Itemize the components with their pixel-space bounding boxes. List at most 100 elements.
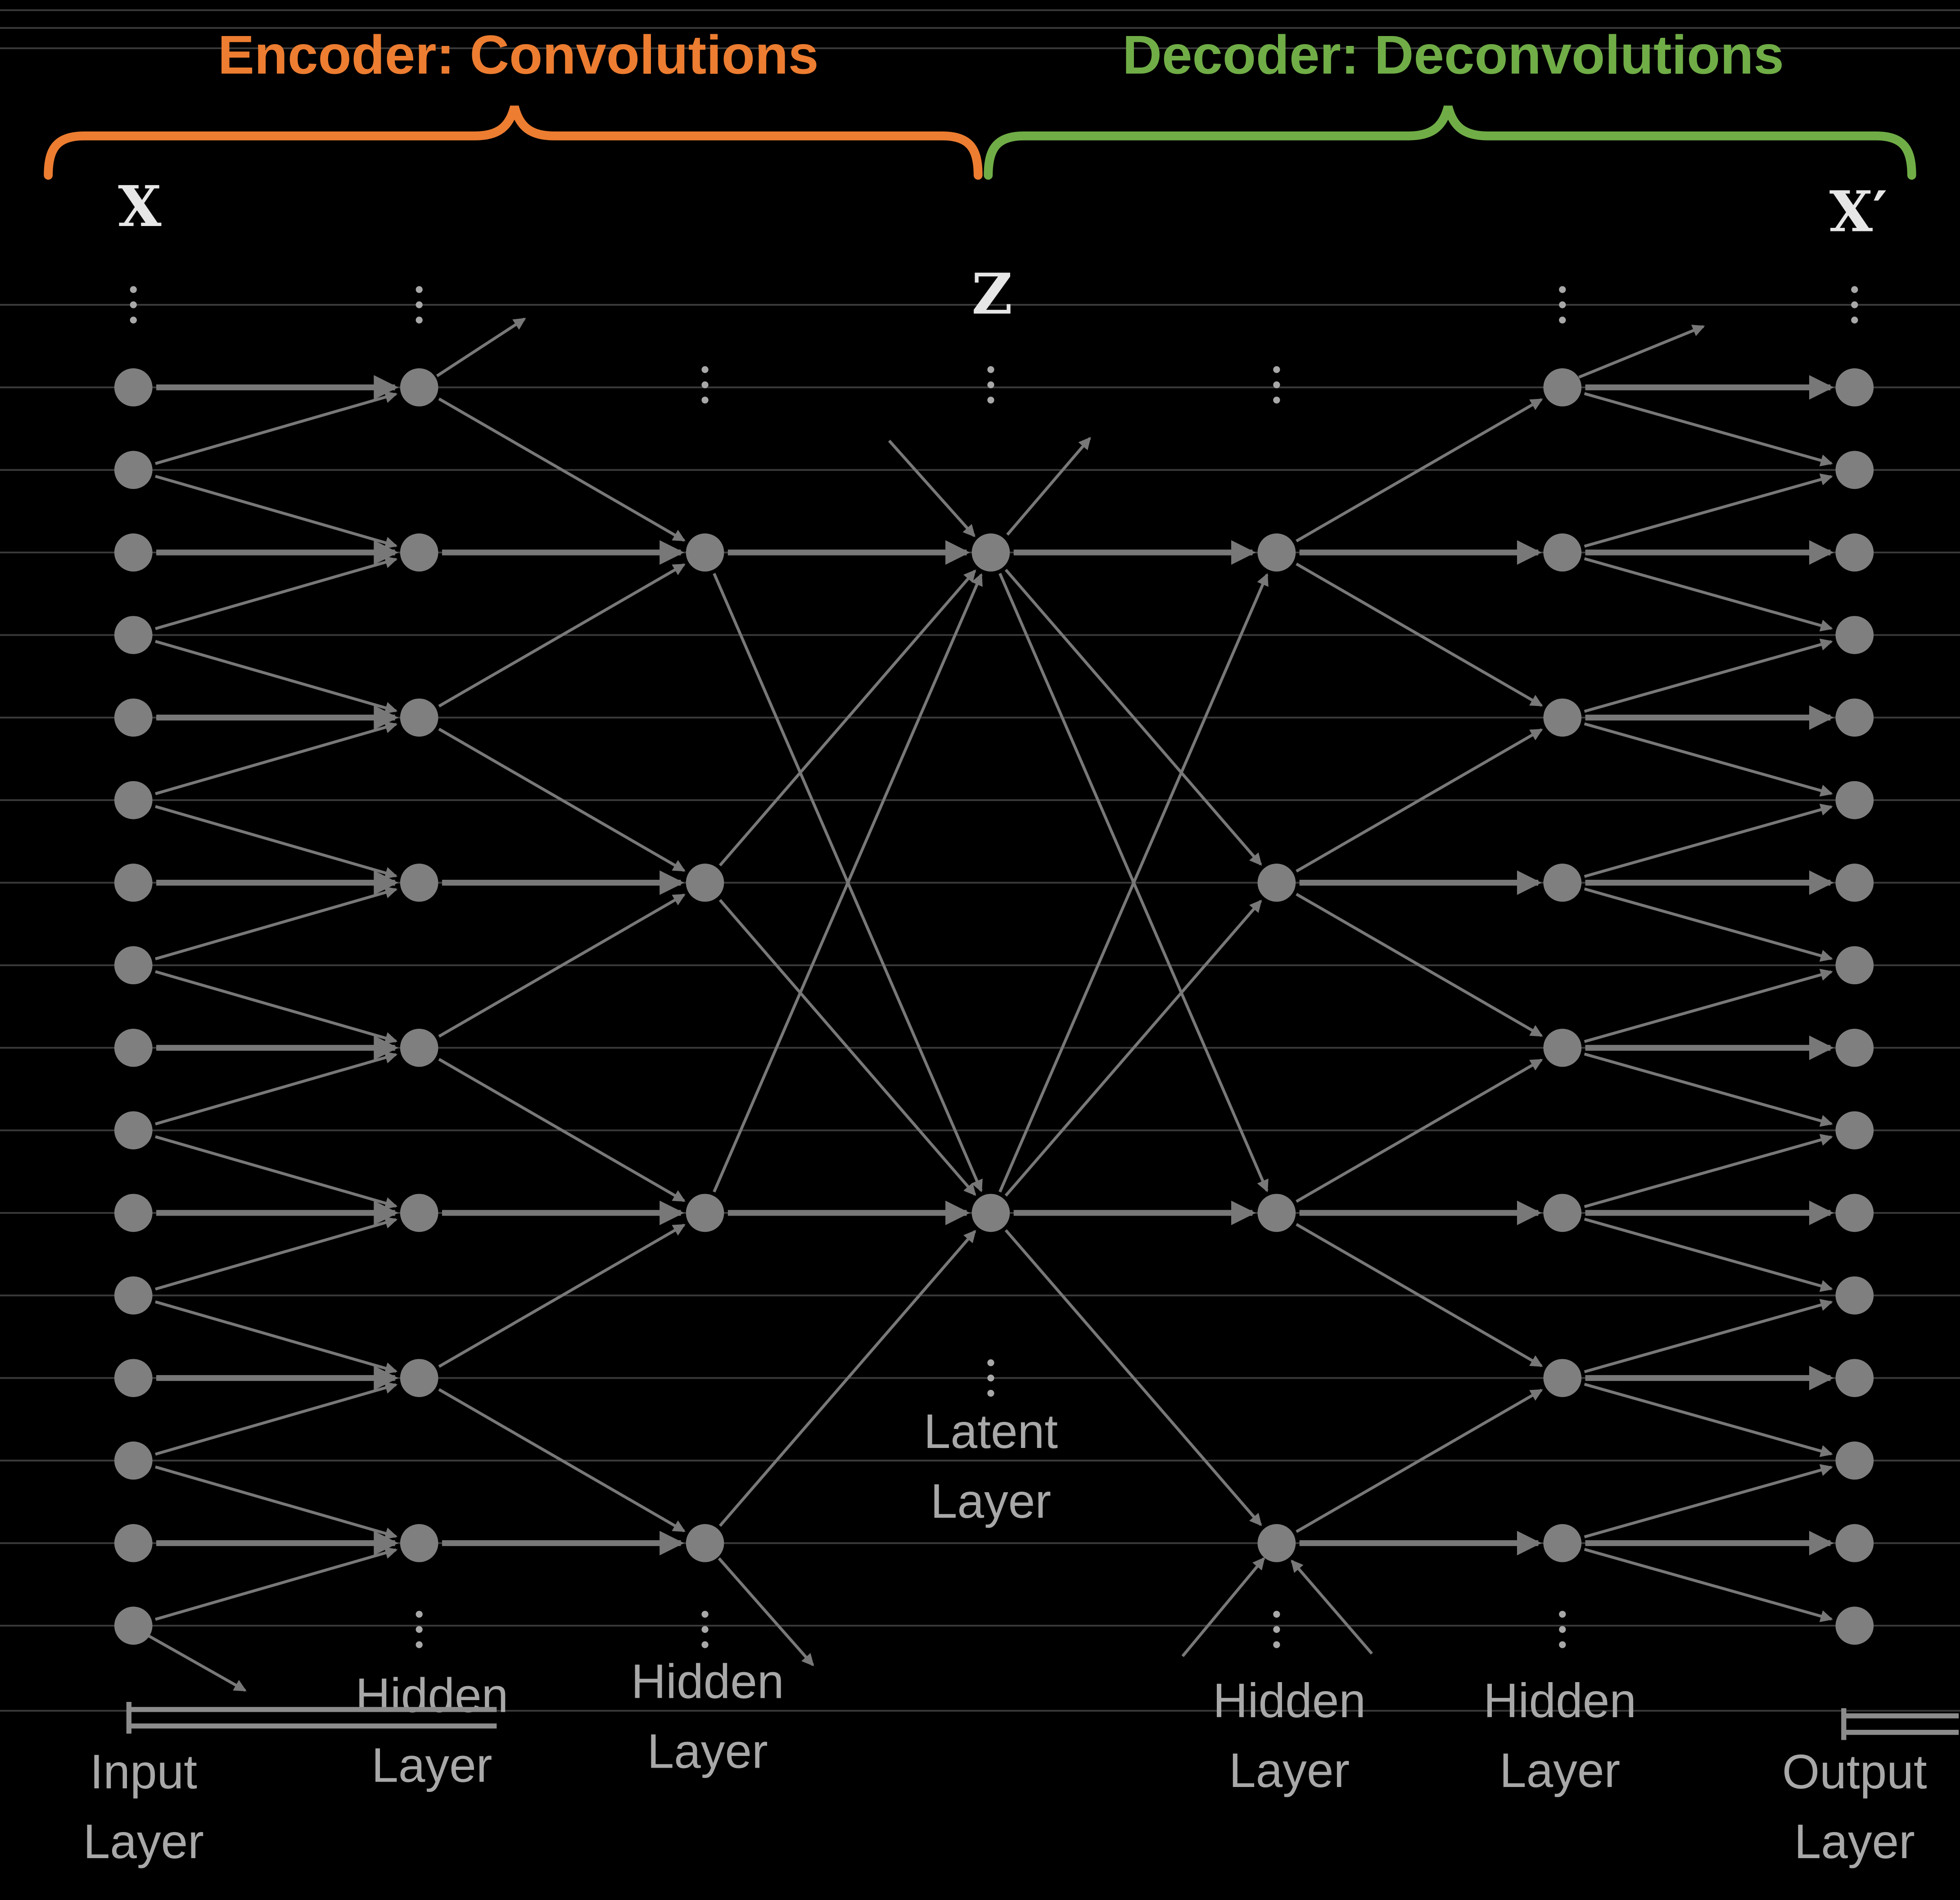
ellipsis-dot: [987, 1359, 994, 1366]
neuron-node-h2: [686, 533, 724, 572]
neuron-node-input: [114, 451, 153, 489]
connection-arrow: [155, 1135, 398, 1209]
neuron-node-h4: [1543, 864, 1582, 902]
layer-label-h2: Layer: [647, 1724, 768, 1778]
connection-arrow: [1181, 1557, 1265, 1657]
connection-arrow: [438, 563, 686, 708]
connection-arrow: [1004, 569, 1262, 866]
connection-arrow: [438, 728, 686, 872]
neuron-node-input: [114, 1359, 153, 1397]
connection-arrow: [155, 391, 398, 465]
connection-arrow: [155, 1300, 398, 1375]
connection-arrow: [718, 1230, 976, 1527]
ellipsis-dot: [701, 396, 709, 404]
connection-arrow: [1584, 557, 1833, 632]
ellipsis-dot: [701, 1626, 709, 1633]
vector-labels: XZX′: [118, 174, 1888, 327]
connection-arrow: [1584, 804, 1833, 878]
output-vector-label: X′: [1829, 179, 1888, 244]
ellipsis-dot: [1559, 1610, 1566, 1618]
neuron-node-h4: [1543, 698, 1582, 737]
connection-arrow: [1291, 1560, 1373, 1655]
ellipsis-dot: [987, 381, 994, 389]
connection-arrow: [155, 805, 398, 879]
layer-label-latent: Layer: [930, 1474, 1051, 1528]
neuron-node-h1: [400, 1194, 438, 1232]
ellipsis-dots: [130, 286, 1858, 1648]
connection-arrow: [1584, 1383, 1833, 1457]
ellipsis-dot: [415, 1610, 423, 1618]
connection-arrow: [1584, 968, 1833, 1043]
ellipsis-dot: [1851, 286, 1858, 293]
connection-arrow: [718, 1557, 814, 1666]
connection-arrow: [1584, 473, 1833, 548]
connection-arrow: [998, 573, 1269, 1193]
neuron-node-output: [1835, 781, 1874, 819]
ellipsis-dot: [987, 396, 994, 404]
decoder-brace: [984, 105, 1916, 180]
connection-arrow: [155, 1465, 398, 1539]
neuron-node-output: [1835, 1524, 1874, 1562]
decoder-title: Decoder: Deconvolutions: [1122, 24, 1784, 86]
connection-arrow: [718, 569, 976, 867]
neuron-node-output: [1835, 1194, 1874, 1232]
ellipsis-dot: [415, 1626, 423, 1633]
neuron-node-h1: [400, 1524, 438, 1562]
connection-arrow: [888, 439, 975, 538]
neuron-node-h1: [400, 1028, 438, 1067]
connection-arrow: [155, 640, 398, 714]
neuron-node-h1: [400, 1359, 438, 1397]
neuron-node-h1: [400, 368, 438, 407]
neuron-node-h4: [1543, 1194, 1582, 1232]
connection-arrow: [1584, 887, 1833, 962]
neuron-node-h2: [686, 864, 724, 902]
bottom-rules: [126, 1701, 1959, 1740]
layer-label-output: Layer: [1794, 1814, 1915, 1868]
connection-arrow: [1578, 325, 1705, 379]
ellipsis-dot: [415, 301, 423, 308]
ellipsis-dot: [1273, 1610, 1280, 1618]
connection-arrow: [1584, 1464, 1833, 1538]
ellipsis-dot: [701, 1610, 709, 1618]
neuron-node-output: [1835, 1028, 1874, 1067]
ellipsis-dot: [1851, 301, 1858, 308]
ellipsis-dot: [1273, 1641, 1280, 1648]
connection-arrow: [1584, 392, 1833, 466]
layer-label-h3: Layer: [1229, 1743, 1350, 1797]
neuron-node-output: [1835, 533, 1874, 572]
connection-arrow: [155, 1547, 398, 1621]
connection-arrow: [155, 1381, 398, 1456]
neuron-node-output: [1835, 1359, 1874, 1397]
neuron-node-h1: [400, 698, 438, 737]
connection-arrow: [155, 1051, 398, 1126]
ellipsis-dot: [1559, 301, 1566, 308]
neuron-node-h2: [686, 1194, 724, 1232]
connection-arrow: [1584, 722, 1833, 797]
layer-label-h1: Hidden: [356, 1669, 509, 1723]
neuron-node-h3: [1257, 533, 1296, 572]
ellipsis-dot: [415, 317, 423, 324]
neurons: [114, 368, 1874, 1645]
neuron-node-h4: [1543, 533, 1582, 572]
ellipsis-dot: [1273, 1626, 1280, 1633]
ellipsis-dot: [701, 1641, 709, 1648]
ellipsis-dot: [415, 1641, 423, 1648]
layer-label-input: Layer: [83, 1814, 204, 1868]
ellipsis-dot: [1273, 381, 1280, 389]
ellipsis-dot: [987, 1389, 994, 1397]
neuron-node-h3: [1257, 864, 1296, 902]
neuron-node-input: [114, 533, 153, 572]
neuron-node-input: [114, 1111, 153, 1149]
ellipsis-dot: [130, 286, 137, 293]
connection-arrow: [1584, 1134, 1833, 1208]
neuron-node-output: [1835, 1606, 1874, 1645]
connections: [155, 375, 1834, 1622]
layer-label-h2: Hidden: [631, 1654, 784, 1708]
ellipsis-dot: [130, 317, 137, 324]
layer-label-output: Output: [1782, 1745, 1927, 1799]
connection-arrow: [155, 475, 398, 549]
connection-arrow: [438, 1223, 686, 1368]
neuron-node-h3: [1257, 1524, 1296, 1562]
connection-arrow: [1296, 1223, 1543, 1367]
